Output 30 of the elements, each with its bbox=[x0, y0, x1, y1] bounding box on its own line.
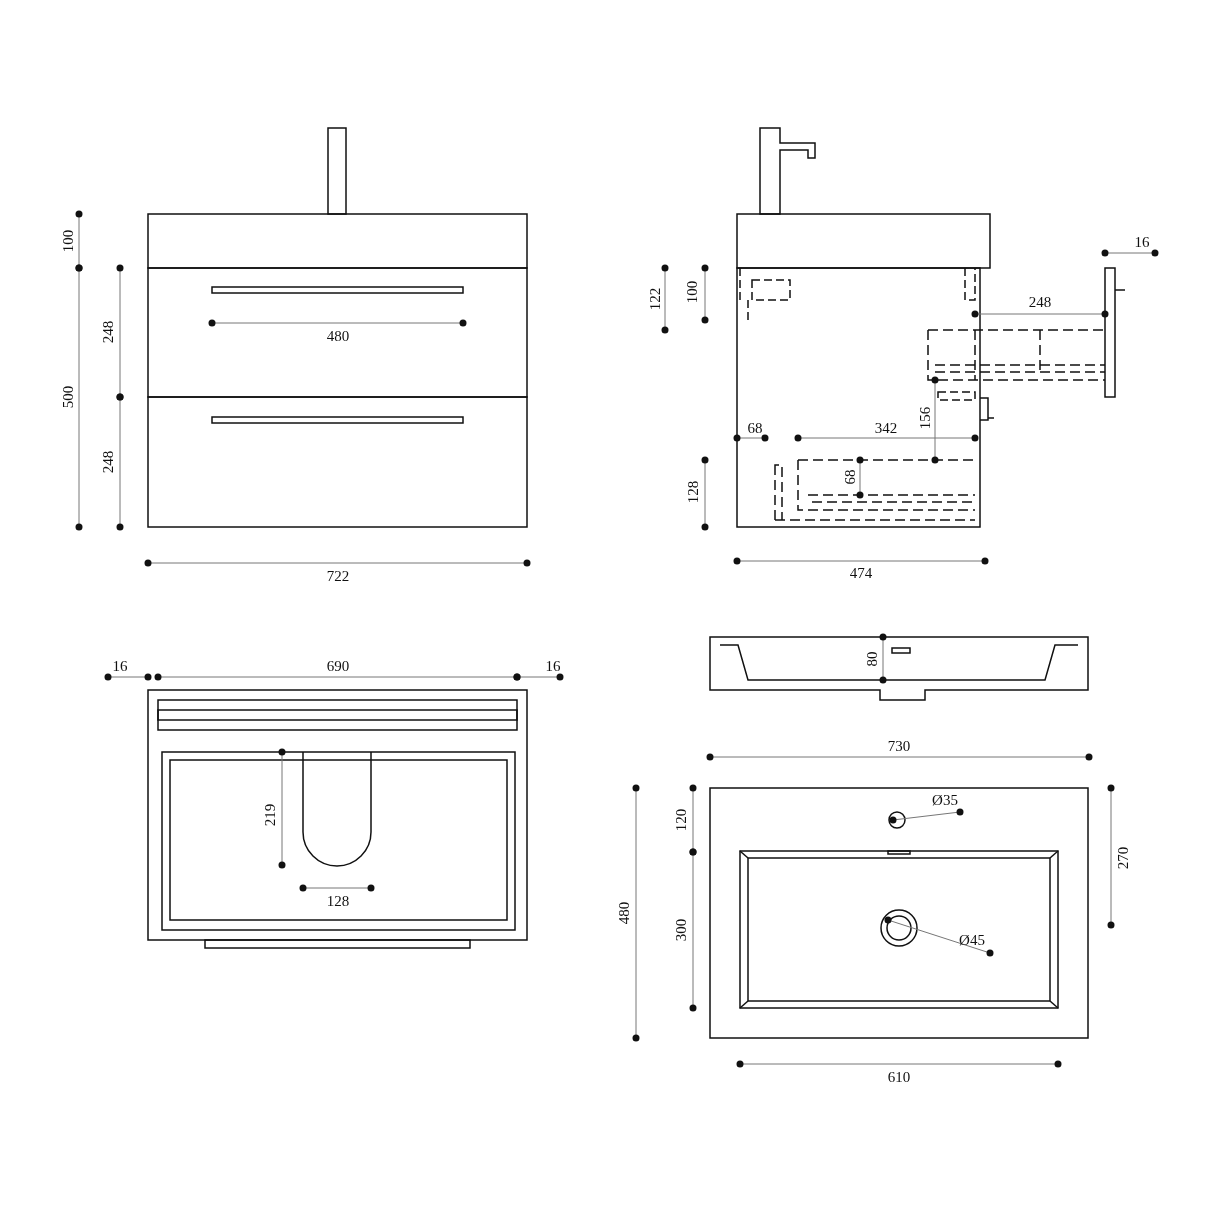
dimension-label: 128 bbox=[685, 480, 701, 504]
dimension-label: 16 bbox=[112, 658, 128, 674]
dimension-label: 68 bbox=[842, 469, 858, 485]
dimension-label: 270 bbox=[1115, 846, 1131, 870]
dimension-label: 248 bbox=[100, 320, 116, 344]
dimension-label: 480 bbox=[326, 328, 350, 344]
dimension-label: 16 bbox=[1134, 234, 1150, 250]
dimension-label: Ø45 bbox=[959, 932, 985, 948]
dimension-label: 100 bbox=[684, 280, 700, 304]
dimension-label: 122 bbox=[647, 287, 663, 311]
dimension-label: Ø35 bbox=[932, 792, 958, 808]
dimension-label: 128 bbox=[326, 893, 350, 909]
dimension-label: 120 bbox=[673, 808, 689, 832]
dimension-label: 722 bbox=[326, 568, 350, 584]
dimension-label: 248 bbox=[100, 450, 116, 474]
dimension-label: 16 bbox=[545, 658, 561, 674]
dimension-label: 474 bbox=[849, 565, 873, 581]
dimension-label: 100 bbox=[60, 229, 76, 253]
dimension-label: 68 bbox=[747, 420, 763, 436]
dimension-label: 248 bbox=[1028, 294, 1052, 310]
dimension-label: 690 bbox=[326, 658, 350, 674]
dimension-label: 342 bbox=[874, 420, 898, 436]
dimension-label: 730 bbox=[887, 738, 911, 754]
dimension-label: 300 bbox=[673, 918, 689, 942]
dimension-label: 480 bbox=[616, 901, 632, 925]
dimension-label: 500 bbox=[60, 385, 76, 409]
dimension-label: 156 bbox=[917, 406, 933, 430]
dimension-label: 219 bbox=[262, 803, 278, 827]
dimension-label: 80 bbox=[864, 651, 880, 667]
dimension-label: 610 bbox=[887, 1069, 911, 1085]
